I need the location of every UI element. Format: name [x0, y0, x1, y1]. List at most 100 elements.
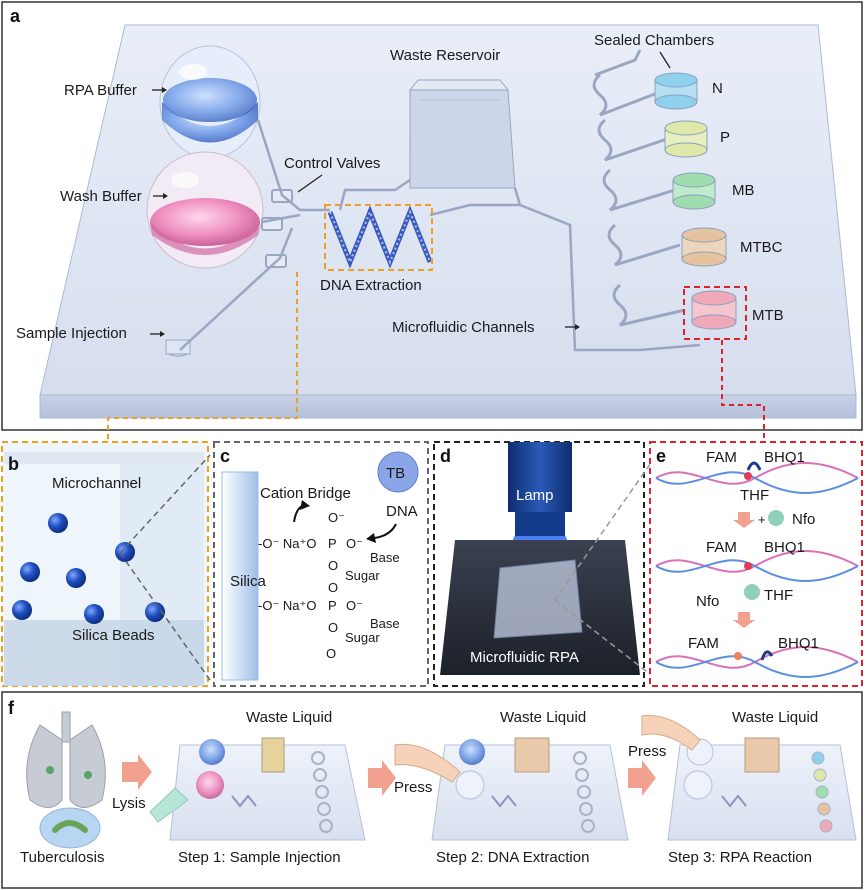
- nfo-label-2: Nfo: [696, 593, 719, 610]
- silica-beads: [12, 513, 165, 624]
- sample-injection-port: [165, 227, 294, 357]
- silica-bead: [48, 513, 68, 533]
- step1-chip: [149, 737, 366, 841]
- lungs-icon: [26, 711, 106, 808]
- finger-press-icon-2: [641, 715, 701, 751]
- chamber-mtb: [691, 290, 737, 330]
- down-arrow-2: [733, 612, 755, 628]
- bhq1-label-1: BHQ1: [764, 449, 805, 466]
- microfluidic-channels-label: Microfluidic Channels: [392, 319, 535, 336]
- panel-b: b Microchannel Silica Beads: [1, 441, 211, 687]
- step2-waste-liquid-label: Waste Liquid: [500, 709, 586, 726]
- o-minus-1: O⁻: [346, 536, 363, 551]
- dna-extraction-highlight-box: [324, 204, 433, 271]
- silica-bead: [12, 600, 32, 620]
- o-bridge-3: O: [328, 620, 338, 635]
- panel-c-letter: c: [220, 446, 230, 466]
- dna-extraction-label: DNA Extraction: [320, 277, 422, 294]
- o-bridge-1: O: [328, 558, 338, 573]
- sealed-chambers: [654, 72, 747, 340]
- phosphorus-1: P: [328, 536, 337, 551]
- panel-c: c Silica TB Cation Bridge DNA -O⁻ Na⁺O P…: [213, 441, 429, 687]
- formula-na-row2: -O⁻ Na⁺O: [258, 598, 317, 613]
- base-2: Base: [370, 616, 400, 631]
- microfluidic-chip: [493, 559, 583, 639]
- chip-edge: [39, 394, 857, 419]
- chamber-label-mtbc: MTBC: [740, 239, 783, 256]
- panel-f-letter: f: [8, 698, 15, 718]
- wash-buffer-label: Wash Buffer: [60, 188, 142, 205]
- silica-bead: [66, 568, 86, 588]
- step2-chip: [394, 737, 629, 841]
- nfo-enzyme-bound-icon: [744, 584, 760, 600]
- o-minus-2: O⁻: [346, 598, 363, 613]
- waste-reservoir: [408, 79, 516, 189]
- nfo-label-1: Nfo: [792, 511, 815, 528]
- tb-label: TB: [386, 465, 405, 482]
- microchannel-label: Microchannel: [52, 475, 141, 492]
- pipette-tip-icon: [149, 787, 189, 823]
- panel-a-letter: a: [10, 6, 21, 26]
- phosphorus-2: P: [328, 598, 337, 613]
- lysis-label: Lysis: [112, 795, 146, 812]
- dna-label: DNA: [386, 503, 418, 520]
- panel-a: a: [1, 1, 863, 440]
- o-bridge-2: O: [328, 580, 338, 595]
- step1-label: Step 1: Sample Injection: [178, 849, 341, 866]
- microfluidic-rpa-label: Microfluidic RPA: [470, 649, 579, 666]
- bacteria-zoom-icon: [39, 807, 101, 849]
- fam-label-3: FAM: [688, 635, 719, 652]
- waste-reservoir-label: Waste Reservoir: [390, 47, 500, 64]
- sugar-2: Sugar: [345, 630, 380, 645]
- serpentine-channels: [592, 49, 686, 327]
- step2-label: Step 2: DNA Extraction: [436, 849, 589, 866]
- chamber-n: [654, 72, 698, 110]
- panel-e-letter: e: [656, 446, 666, 466]
- dna-extraction-zigzag: [327, 205, 433, 269]
- o-minus-top-1: O⁻: [328, 510, 345, 525]
- silica-bead: [145, 602, 165, 622]
- thf-label-2: THF: [764, 587, 793, 604]
- step-arrow-1: [368, 760, 396, 796]
- chamber-mtbc: [681, 227, 727, 267]
- control-valves-label: Control Valves: [284, 155, 380, 172]
- rpa-buffer-label: RPA Buffer: [64, 82, 137, 99]
- fam-fluorescence-icon: [734, 652, 742, 660]
- wash-buffer-reservoir: [146, 151, 264, 269]
- formula-na-row1: -O⁻ Na⁺O: [258, 536, 317, 551]
- chamber-label-p: P: [720, 129, 730, 146]
- step2-press-label: Press: [394, 779, 432, 796]
- step1-waste-liquid-label: Waste Liquid: [246, 709, 332, 726]
- lysis-arrow: [122, 754, 152, 790]
- thf-label-1: THF: [740, 487, 769, 504]
- down-arrow-1: [733, 512, 755, 528]
- chamber-p: [664, 120, 708, 158]
- connector-to-e: [721, 340, 765, 440]
- o-tail: O: [326, 646, 336, 661]
- silica-beads-label: Silica Beads: [72, 627, 155, 644]
- microfluidic-channel: [429, 203, 701, 352]
- panel-d: d Lamp Microfluidic RPA: [433, 441, 661, 687]
- silica-bead: [20, 562, 40, 582]
- dna-helix-2: [655, 550, 859, 582]
- panel-d-letter: d: [440, 446, 451, 466]
- bhq1-label-2: BHQ1: [764, 539, 805, 556]
- rpa-channel: [256, 119, 330, 212]
- tb-bacterium-icon: [377, 451, 419, 493]
- sealed-chambers-label: Sealed Chambers: [594, 32, 714, 49]
- step3-label: Step 3: RPA Reaction: [668, 849, 812, 866]
- silica-bead: [84, 604, 104, 624]
- nfo-enzyme-icon: [768, 510, 784, 526]
- sugar-1: Sugar: [345, 568, 380, 583]
- sample-injection-label: Sample Injection: [16, 325, 127, 342]
- panel-e: e FAM BHQ1 THF + Nfo FAM BHQ1 Nfo THF: [649, 441, 863, 687]
- panel-b-letter: b: [8, 454, 19, 474]
- silica-surface: [221, 471, 259, 681]
- wash-channel: [261, 213, 301, 224]
- plus-sign: +: [758, 512, 766, 527]
- step3-chip: [641, 715, 857, 841]
- silica-bead: [115, 542, 135, 562]
- silica-label: Silica: [230, 573, 267, 590]
- lamp-body: [508, 442, 572, 512]
